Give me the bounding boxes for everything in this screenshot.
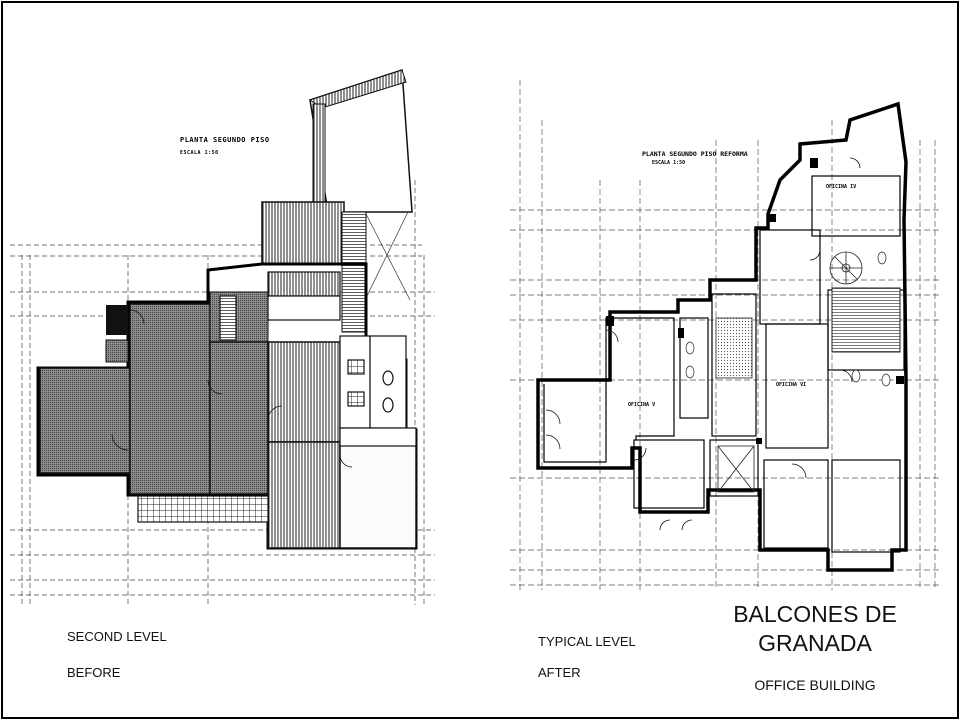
room-center-left xyxy=(129,303,211,495)
kitchen-strip xyxy=(219,271,341,341)
plan-before-title: PLANTA SEGUNDO PISO xyxy=(180,136,270,144)
duct-lower xyxy=(105,339,129,363)
door-swings xyxy=(111,309,353,468)
duct-markers xyxy=(606,158,904,444)
room-label-oficina-iv: OFICINA IV xyxy=(826,184,856,190)
toilet-fixtures xyxy=(685,251,891,387)
hatched-roof xyxy=(261,201,345,265)
roof-terrace xyxy=(308,68,413,301)
stair-core xyxy=(209,291,269,343)
project-type: OFFICE BUILDING xyxy=(754,677,876,693)
project-title: BALCONES DE GRANADA xyxy=(720,600,910,658)
caption-second-level: SECOND LEVEL xyxy=(67,629,167,644)
stair-core-after xyxy=(715,317,753,379)
building-outline-after xyxy=(536,101,908,572)
caption-typical-level: TYPICAL LEVEL xyxy=(538,634,636,649)
duct xyxy=(106,305,128,335)
hatched-core xyxy=(831,287,901,353)
project-title-line1: BALCONES DE xyxy=(733,601,897,627)
floor-plan-before: PLANTA SEGUNDO PISO ESCALA 1:50 xyxy=(10,60,435,605)
balcony xyxy=(137,495,269,523)
caption-after: AFTER xyxy=(538,665,581,680)
floor-plan-before-drawing: PLANTA SEGUNDO PISO ESCALA 1:50 xyxy=(10,68,435,605)
caption-before: BEFORE xyxy=(67,665,121,680)
room-center-right xyxy=(267,341,341,443)
elevator-shaft xyxy=(717,445,755,493)
room-left xyxy=(39,367,131,474)
inner-walls-after xyxy=(543,175,905,553)
service-rooms xyxy=(339,335,417,447)
room-label-oficina-vi: OFICINA VI xyxy=(776,382,806,388)
plan-before-scale: ESCALA 1:50 xyxy=(180,150,219,156)
spiral-stair xyxy=(829,251,863,285)
room-lower-right xyxy=(267,441,341,549)
project-title-line2: GRANADA xyxy=(758,630,872,656)
door-swings-after xyxy=(545,157,861,531)
room-label-oficina-v: OFICINA V xyxy=(628,402,655,408)
plan-after-scale: ESCALA 1:50 xyxy=(652,160,685,166)
floor-plan-after-drawing: PLANTA SEGUNDO PISO REFORMA ESCALA 1:50 … xyxy=(510,80,940,590)
floor-plan-after: PLANTA SEGUNDO PISO REFORMA ESCALA 1:50 … xyxy=(510,80,945,600)
room-lower-far-right xyxy=(339,441,417,549)
room-center xyxy=(209,341,269,495)
stair-right xyxy=(341,211,367,333)
plan-after-title: PLANTA SEGUNDO PISO REFORMA xyxy=(642,150,748,158)
